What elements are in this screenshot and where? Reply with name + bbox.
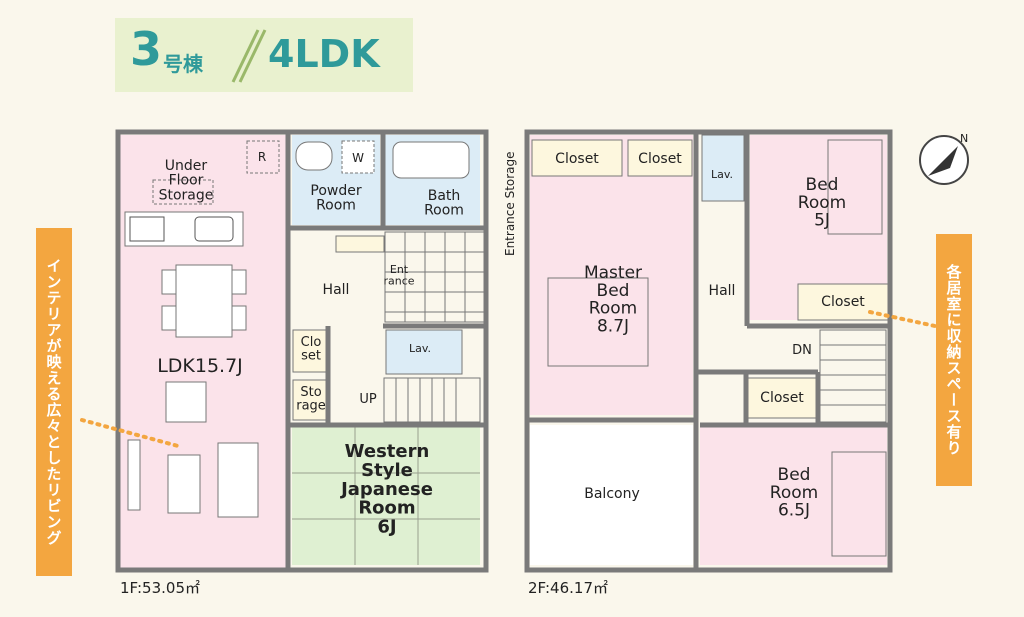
lavatory-1f <box>385 329 463 375</box>
hall-2f-label: Hall <box>709 283 736 299</box>
floor1-walls <box>115 129 489 573</box>
compass-icon: N <box>919 132 969 185</box>
ottoman-icon <box>167 454 201 514</box>
storage-box-1f <box>292 379 327 421</box>
sink-icon <box>194 216 234 242</box>
up-label: UP <box>359 392 377 407</box>
balcony-label: Balcony <box>584 486 640 502</box>
tatami-grid <box>292 427 480 565</box>
underfloor-hatch <box>152 179 214 205</box>
stairs-1f <box>383 377 481 423</box>
floor1-area-label: 1F:53.05㎡ <box>120 579 201 597</box>
dining-table-icon <box>175 264 233 338</box>
fridge-label: R <box>258 150 266 164</box>
floor2-area-label: 2F:46.17㎡ <box>528 579 609 597</box>
closet-2-box <box>627 139 693 177</box>
entrance-storage-box <box>335 235 385 253</box>
bedroom-65-area <box>700 425 887 565</box>
left-annotation-tag: インテリアが映える広々としたリビング <box>36 228 72 576</box>
ldk-area <box>120 135 287 568</box>
lavatory-1f-label: Lav. <box>409 342 431 355</box>
lavatory-2f <box>701 134 745 202</box>
floor1-plan <box>115 129 489 573</box>
compass-label: N <box>960 132 968 145</box>
closet-1-box <box>531 139 623 177</box>
floor2-plan <box>524 129 893 573</box>
closet-1-label: Closet <box>555 151 599 167</box>
coffee-table-icon <box>165 381 207 423</box>
left-annotation-pointer <box>80 418 180 448</box>
building-number: 3 <box>130 22 163 76</box>
tv-stand-icon <box>127 439 141 511</box>
sofa-icon <box>217 442 259 518</box>
floor2-walls <box>524 129 893 573</box>
closet-3-label: Closet <box>821 294 865 310</box>
master-bed-icon <box>547 277 649 367</box>
right-annotation-pointer <box>868 310 937 328</box>
closet-2-label: Closet <box>638 151 682 167</box>
kitchen-counter <box>124 211 244 247</box>
hall-1f-label: Hall <box>323 282 350 298</box>
bathtub-icon <box>392 141 470 179</box>
bed-65-icon <box>831 451 887 557</box>
layout-type: 4LDK <box>268 32 380 76</box>
toilet-icon <box>295 141 333 171</box>
dn-label: DN <box>792 343 812 358</box>
right-annotation-tag: 各居室に収納スペース有り <box>936 234 972 486</box>
bed-5-icon <box>827 139 883 235</box>
washer-label: W <box>352 151 364 165</box>
dining-chairs-icon <box>161 269 247 331</box>
balcony-area <box>530 425 693 565</box>
closet-4-label: Closet <box>760 390 804 406</box>
ldk-label: LDK15.7J <box>157 355 243 377</box>
closet-4-box <box>747 377 817 419</box>
japanese-room-area <box>292 427 480 565</box>
washer-space <box>341 140 375 174</box>
building-suffix: 号棟 <box>163 52 203 76</box>
lavatory-2f-label: Lav. <box>711 168 733 181</box>
stove-icon <box>129 216 165 242</box>
fridge-space <box>246 140 280 174</box>
entrance-storage-label: Entrance Storage <box>503 151 517 256</box>
master-bedroom-area <box>530 135 693 415</box>
stairs-2f <box>819 329 887 423</box>
